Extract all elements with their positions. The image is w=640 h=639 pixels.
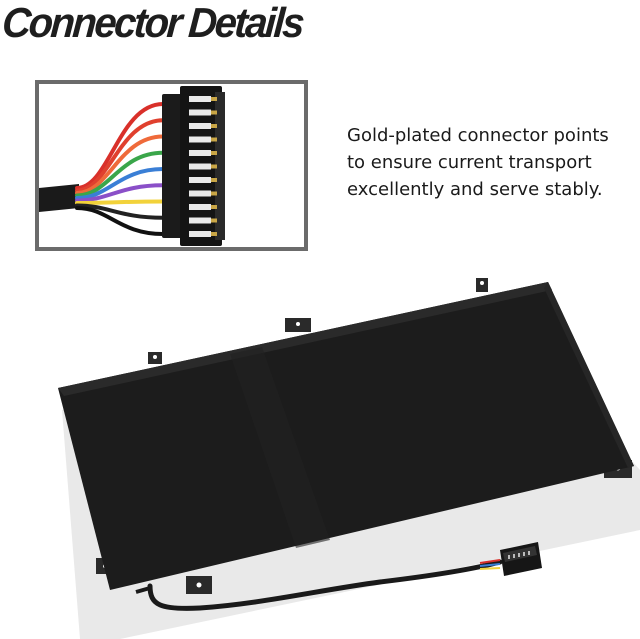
connector-pin [189, 96, 211, 102]
connector-pin [189, 136, 211, 143]
gold-contact [211, 97, 217, 101]
wire [75, 183, 165, 203]
wire [75, 203, 165, 220]
connector-pin [189, 217, 211, 224]
connector-closeup-image [35, 80, 308, 251]
battery-illustration [58, 278, 640, 639]
connector-pin [189, 123, 211, 129]
gold-contact [211, 191, 217, 196]
connector-pin [189, 163, 211, 170]
wire [75, 118, 165, 193]
connector-pin [189, 177, 211, 183]
connector-closeup-illustration [39, 84, 304, 247]
page-title: Connector Details [0, 0, 304, 47]
connector-pins [189, 96, 217, 237]
wire [75, 199, 165, 205]
connector-pin [189, 204, 211, 210]
wire [75, 102, 165, 190]
gold-contact [211, 110, 217, 115]
cable-connector [500, 542, 542, 576]
battery-cable [147, 559, 503, 611]
connector-description: Gold-plated connector points to ensure c… [347, 122, 639, 203]
gold-contact [211, 218, 217, 223]
wire [75, 206, 165, 236]
connector-pin [189, 190, 211, 197]
gold-contact [211, 232, 217, 236]
description-line: Gold-plated connector points [347, 125, 609, 146]
description-line: excellently and serve stably. [347, 179, 603, 200]
connector-housing-left [162, 94, 184, 238]
description-line: to ensure current transport [347, 152, 592, 173]
wire [75, 167, 165, 200]
wire [75, 134, 165, 195]
wire [75, 150, 165, 198]
gold-contact [211, 151, 217, 155]
gold-contact [211, 137, 217, 142]
connector-wires [75, 102, 165, 236]
connector-pin [189, 150, 211, 156]
gold-contact [211, 178, 217, 182]
connector-pin [189, 109, 211, 116]
battery-photo [0, 270, 640, 639]
gold-contact [211, 124, 217, 128]
connector-pin [189, 231, 211, 237]
gold-contact [211, 205, 217, 209]
gold-contact [211, 164, 217, 169]
